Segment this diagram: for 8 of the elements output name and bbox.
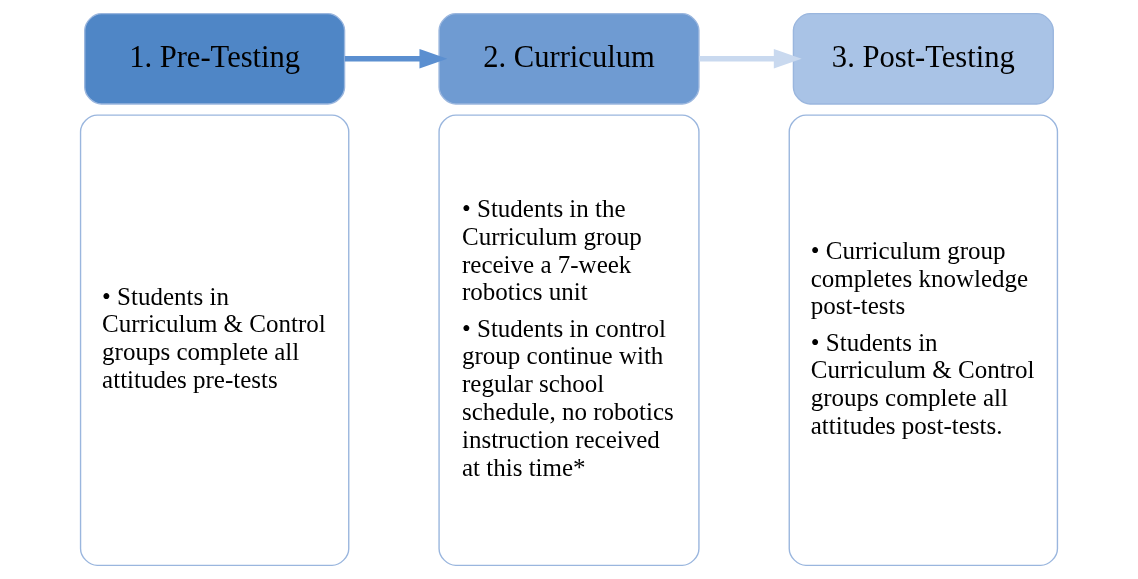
node-box: 2. Curriculum — [438, 12, 700, 105]
node-box: • Students in Curriculum & Control groups complete all attitudes pre-tests — [79, 114, 350, 567]
node-box: 3. Post-Testing — [792, 12, 1054, 105]
node-box: • Students in the Curriculum group receive a 7-week robotics unit • Students in control group continue with regular school schedule, no robotics instruction received at this time* — [438, 114, 700, 567]
arrow — [699, 49, 802, 69]
arrow — [344, 49, 448, 69]
node-box: • Curriculum group completes knowledge post-tests • Students in Curriculum & Control groups complete all attitudes post-tests. — [788, 114, 1059, 567]
node-box: 1. Pre-Testing — [84, 12, 346, 105]
